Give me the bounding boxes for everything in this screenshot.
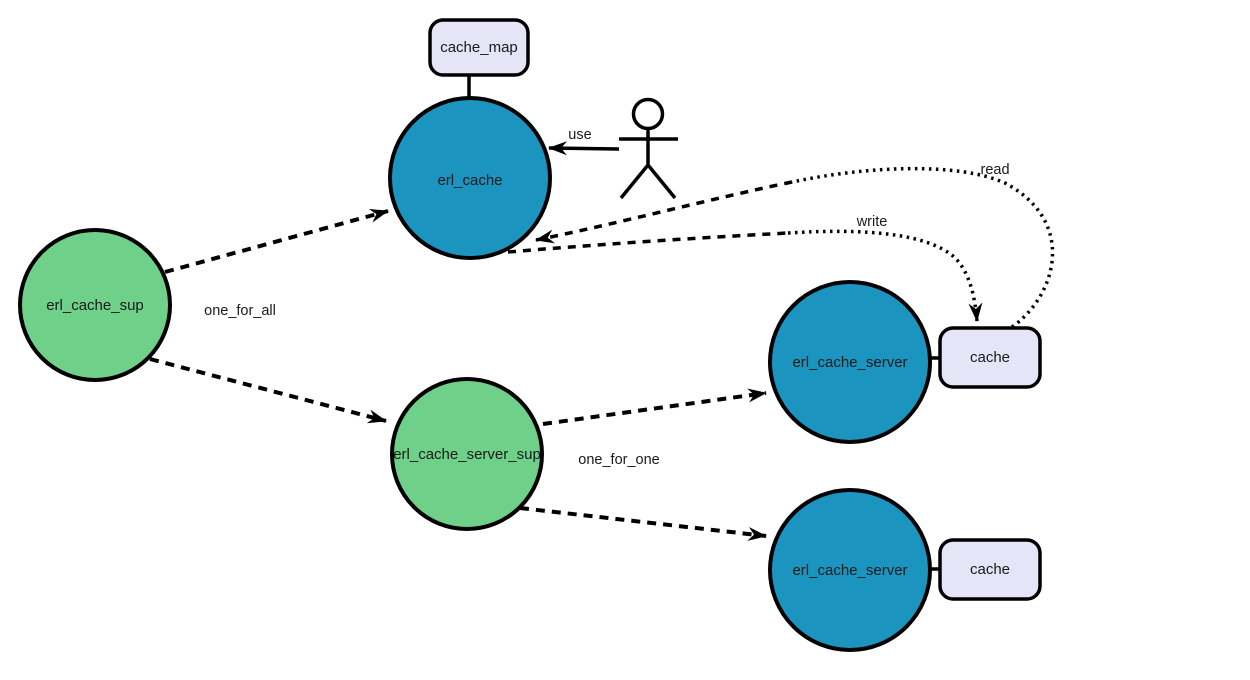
stick-figure-icon: [619, 97, 678, 200]
edge-label-one-for-all: one_for_all: [204, 303, 276, 319]
edge-read-dotted-segment: [791, 166, 1055, 329]
edge-read-dashed-segment: [535, 180, 793, 244]
edge-one-for-one-to-server-2: [519, 506, 767, 541]
label-erl-cache: erl_cache: [437, 172, 502, 189]
edge-label-one-for-one: one_for_one: [578, 452, 659, 468]
label-erl-cache-server-sup: erl_cache_server_sup: [393, 446, 541, 463]
edge-one-for-all-to-server-sup: [149, 357, 387, 424]
edge-use-arrow: [548, 141, 620, 156]
label-cache-map: cache_map: [440, 39, 518, 56]
node-erl-cache-server-2: [768, 488, 932, 652]
edge-write-dotted-segment: [787, 229, 983, 322]
edge-one-for-all-to-erl-cache: [164, 208, 389, 274]
node-cache-table-1: [938, 326, 1042, 389]
node-erl-cache-sup: [18, 228, 172, 382]
label-erl-cache-server-2: erl_cache_server: [792, 562, 907, 579]
stick-figure-head: [631, 97, 665, 131]
edge-label-use: use: [568, 127, 591, 143]
label-erl-cache-server-1: erl_cache_server: [792, 354, 907, 371]
node-erl-cache-server-1: [768, 280, 932, 444]
node-erl-cache-server-sup: [390, 377, 544, 531]
label-cache-table-1: cache: [970, 349, 1010, 366]
label-erl-cache-sup: erl_cache_sup: [46, 297, 144, 314]
edge-label-read: read: [980, 162, 1009, 178]
node-cache-map-table: [428, 18, 530, 77]
node-cache-table-2: [938, 538, 1042, 601]
edge-label-write: write: [856, 214, 888, 230]
label-cache-table-2: cache: [970, 561, 1010, 578]
node-erl-cache: [388, 96, 552, 260]
edge-write-dashed-segment: [507, 231, 789, 254]
stick-figure-right-leg: [646, 163, 677, 200]
stick-figure-left-leg: [619, 163, 650, 200]
edge-one-for-one-to-server-1: [542, 388, 767, 426]
